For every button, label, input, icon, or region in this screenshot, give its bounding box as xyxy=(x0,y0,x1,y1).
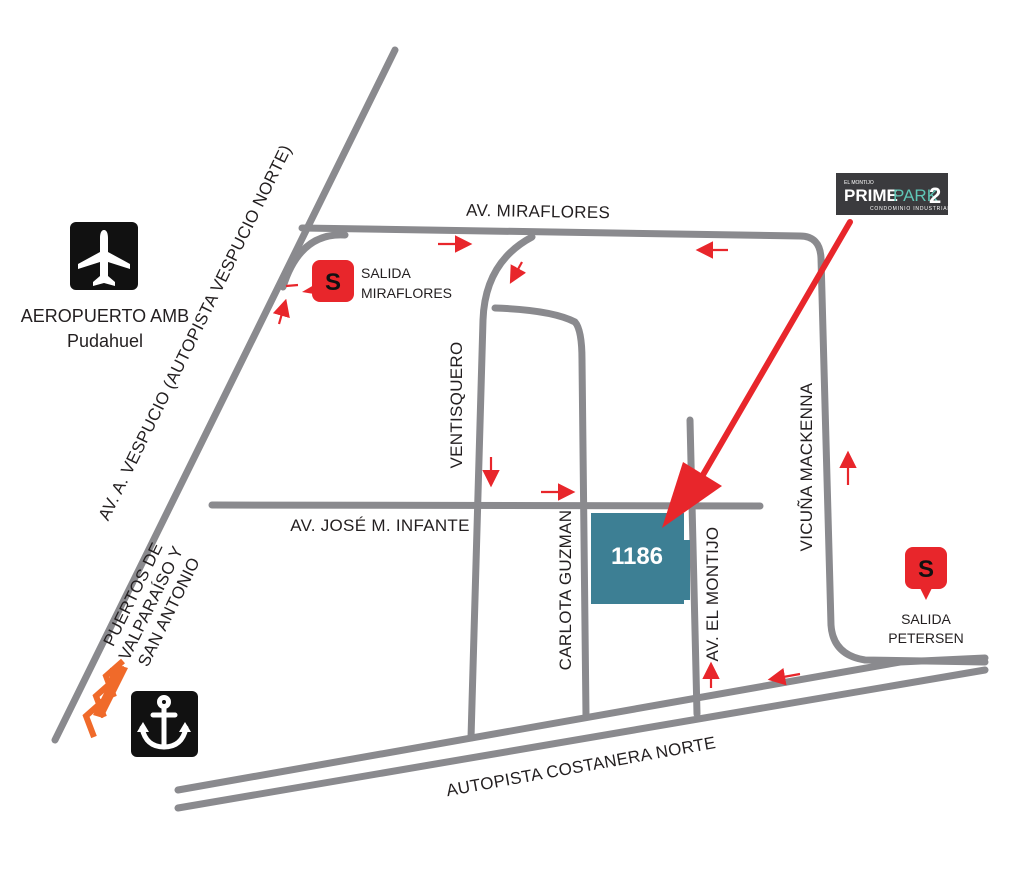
road-costanera-south-lane xyxy=(174,666,989,812)
label-airport-location: Pudahuel xyxy=(67,331,143,351)
label-av-jose-m-infante: AV. JOSÉ M. INFANTE xyxy=(290,516,470,535)
label-carlota-guzman: CARLOTA GUZMAN xyxy=(556,510,575,671)
road-ramp-miraflores xyxy=(279,231,349,291)
anchor-flukes xyxy=(137,722,191,732)
direction-arrow-icon xyxy=(767,668,801,686)
exit-badge-letter: S xyxy=(325,269,341,296)
label-av-el-montijo: AV. EL MONTIJO xyxy=(703,527,722,662)
road-costanera-north-lane xyxy=(174,654,989,794)
airplane-shape xyxy=(78,230,130,286)
label-salida-miraflores-2: MIRAFLORES xyxy=(361,285,452,301)
ports-chevrons xyxy=(82,658,125,739)
direction-arrows xyxy=(272,235,857,688)
label-salida-miraflores-1: SALIDA xyxy=(361,265,411,281)
destination-block[interactable]: 1186 xyxy=(591,513,690,604)
destination-number: 1186 xyxy=(611,543,663,570)
road-network xyxy=(51,46,989,812)
logo-brand-park: PARK xyxy=(893,186,939,205)
direction-arrow-icon xyxy=(272,298,290,325)
exit-badge-pointer xyxy=(920,588,932,600)
direction-arrow-icon xyxy=(509,261,527,284)
pointer-arrow-icon xyxy=(662,219,853,528)
label-salida-petersen-2: PETERSEN xyxy=(888,630,963,646)
exit-petersen-marker[interactable]: S SALIDA PETERSEN xyxy=(888,547,964,646)
label-av-miraflores: AV. MIRAFLORES xyxy=(466,201,610,223)
exit-badge-icon xyxy=(905,547,947,589)
logo-background xyxy=(836,173,948,215)
road-av-miraflores xyxy=(298,224,989,666)
label-ventisquero: VENTISQUERO xyxy=(447,341,466,468)
logo-tagline: CONDOMINIO INDUSTRIAL xyxy=(870,206,951,212)
anchor-shape xyxy=(139,695,189,750)
road-av-jose-m-infante xyxy=(208,501,764,510)
logo-brand-num: 2 xyxy=(929,183,941,208)
airport-marker[interactable]: AEROPUERTO AMB Pudahuel xyxy=(21,222,189,351)
label-vicuna-mackenna: VICUÑA MACKENNA xyxy=(797,382,816,551)
label-autopista-costanera-norte: AUTOPISTA COSTANERA NORTE xyxy=(445,733,718,800)
road-av-vespucio xyxy=(51,46,399,744)
logo-small-top: EL MONTIJO xyxy=(844,180,874,186)
exit-badge-pointer xyxy=(302,285,314,294)
road-ventisquero xyxy=(467,233,536,742)
exit-badge-letter: S xyxy=(918,556,934,583)
road-av-el-montijo xyxy=(686,416,701,718)
exit-pointer-line xyxy=(285,283,299,288)
logo-brand-prime: PRIME xyxy=(844,186,898,205)
label-salida-petersen-1: SALIDA xyxy=(901,611,951,627)
road-carlota-guzman xyxy=(491,304,590,720)
prime-park-logo[interactable]: EL MONTIJO PRIME PARK 2 CONDOMINIO INDUS… xyxy=(836,173,951,215)
exit-miraflores-marker[interactable]: S SALIDA MIRAFLORES xyxy=(285,260,452,302)
label-airport-name: AEROPUERTO AMB xyxy=(21,306,189,326)
exit-badge-icon xyxy=(312,260,354,302)
